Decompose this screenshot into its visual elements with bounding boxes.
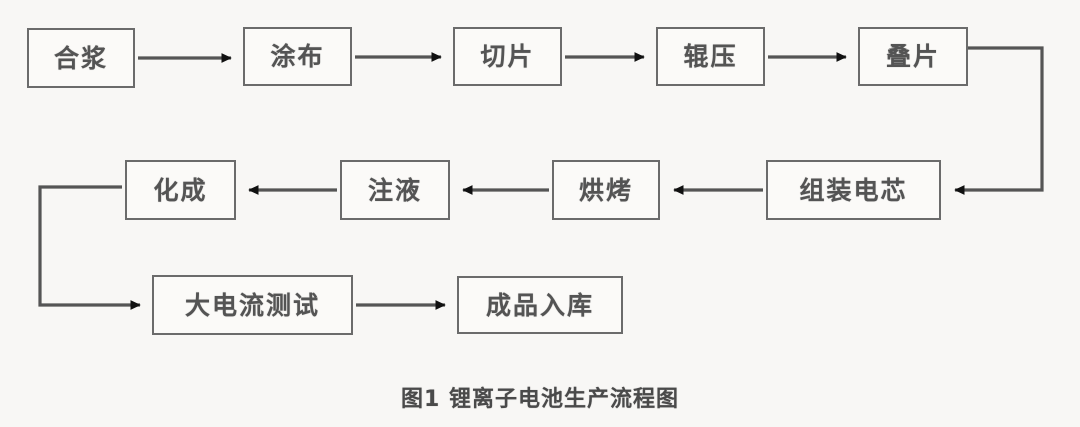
node-hua-cheng[interactable]: 化成 — [125, 160, 236, 220]
node-label: 注液 — [367, 175, 422, 205]
edge-die-pian-to-zu-zhuang — [954, 46, 1044, 195]
node-zu-zhuang-dian-xin[interactable]: 组装电芯 — [766, 160, 941, 220]
node-label: 成品入库 — [485, 290, 594, 320]
node-tu-bu[interactable]: 涂布 — [243, 27, 352, 86]
node-label: 合浆 — [53, 43, 108, 73]
node-label: 大电流测试 — [184, 290, 320, 320]
node-da-dian-liu-ce-shi[interactable]: 大电流测试 — [152, 275, 353, 335]
edge-hua-cheng-to-da-dian-liu — [38, 185, 141, 310]
node-he-jiang[interactable]: 合浆 — [27, 28, 135, 88]
node-label: 组装电芯 — [799, 175, 908, 205]
node-label: 化成 — [153, 175, 208, 205]
figure-caption: 图1 锂离子电池生产流程图 — [401, 387, 679, 412]
node-label: 烘烤 — [578, 175, 633, 205]
node-zhu-ye[interactable]: 注液 — [340, 160, 450, 220]
node-gun-ya[interactable]: 辊压 — [656, 27, 765, 86]
node-cheng-pin-ru-ku[interactable]: 成品入库 — [457, 276, 623, 334]
node-label: 叠片 — [885, 42, 940, 71]
node-label: 切片 — [480, 42, 535, 71]
node-qie-pian[interactable]: 切片 — [453, 27, 562, 86]
node-hong-kao[interactable]: 烘烤 — [552, 160, 660, 220]
node-die-pian[interactable]: 叠片 — [858, 27, 968, 86]
node-label: 涂布 — [270, 42, 325, 71]
node-label: 辊压 — [683, 42, 738, 71]
